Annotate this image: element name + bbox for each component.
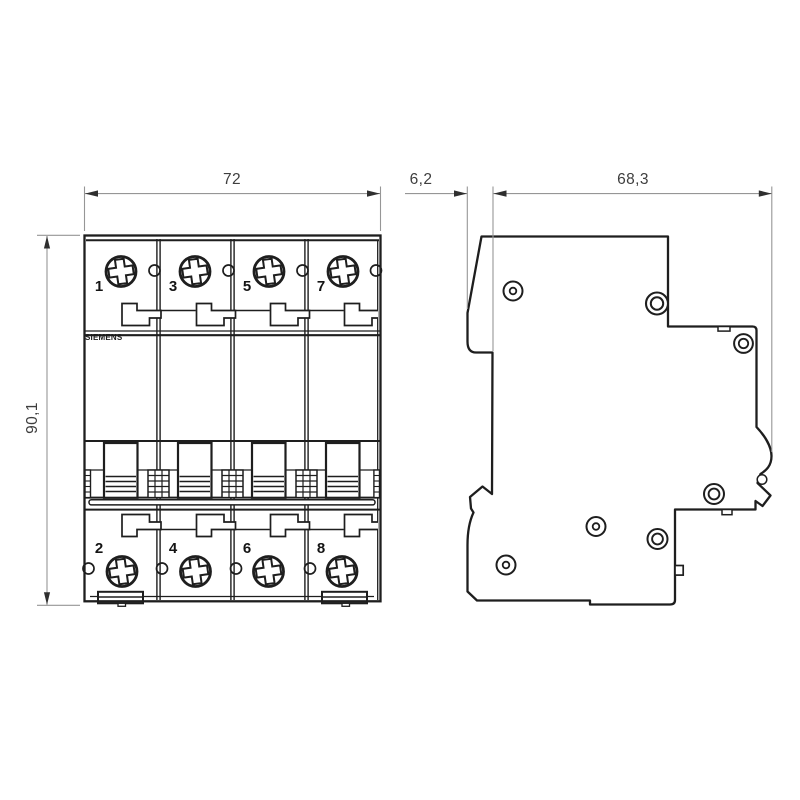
height-dimension-label: 90,1 bbox=[24, 402, 41, 434]
module-dividers bbox=[156, 239, 379, 600]
terminal-label-8: 8 bbox=[316, 540, 326, 557]
terminal-label-4: 4 bbox=[168, 540, 178, 557]
depth-dimension-label: 68,3 bbox=[617, 171, 649, 188]
terminal-label-1: 1 bbox=[94, 278, 104, 295]
front-width-dimension-label: 72 bbox=[222, 171, 242, 188]
rail-offset-dimension-label: 6,2 bbox=[409, 171, 433, 188]
toggle-slide-bar bbox=[88, 498, 376, 506]
breaker-front-outline bbox=[83, 234, 382, 603]
side-dimension-lines bbox=[405, 186, 773, 452]
terminal-label-7: 7 bbox=[316, 278, 326, 295]
terminal-label-3: 3 bbox=[168, 278, 178, 295]
front-view-drawing bbox=[82, 234, 383, 608]
terminal-covers bbox=[121, 302, 378, 538]
brand-label: SIEMENS bbox=[85, 333, 123, 342]
terminal-label-5: 5 bbox=[242, 278, 252, 295]
rivet-icons bbox=[495, 280, 754, 576]
side-view-drawing bbox=[405, 186, 773, 606]
breaker-side-outline bbox=[466, 235, 773, 606]
lower-shelf-tab bbox=[721, 508, 733, 516]
side-edge-tab bbox=[674, 564, 685, 576]
front-dimension-lines bbox=[37, 186, 382, 606]
terminal-label-2: 2 bbox=[94, 540, 104, 557]
terminal-label-6: 6 bbox=[242, 540, 252, 557]
din-claw-pin-icon bbox=[756, 473, 768, 486]
top-shelf-notch bbox=[717, 325, 731, 332]
